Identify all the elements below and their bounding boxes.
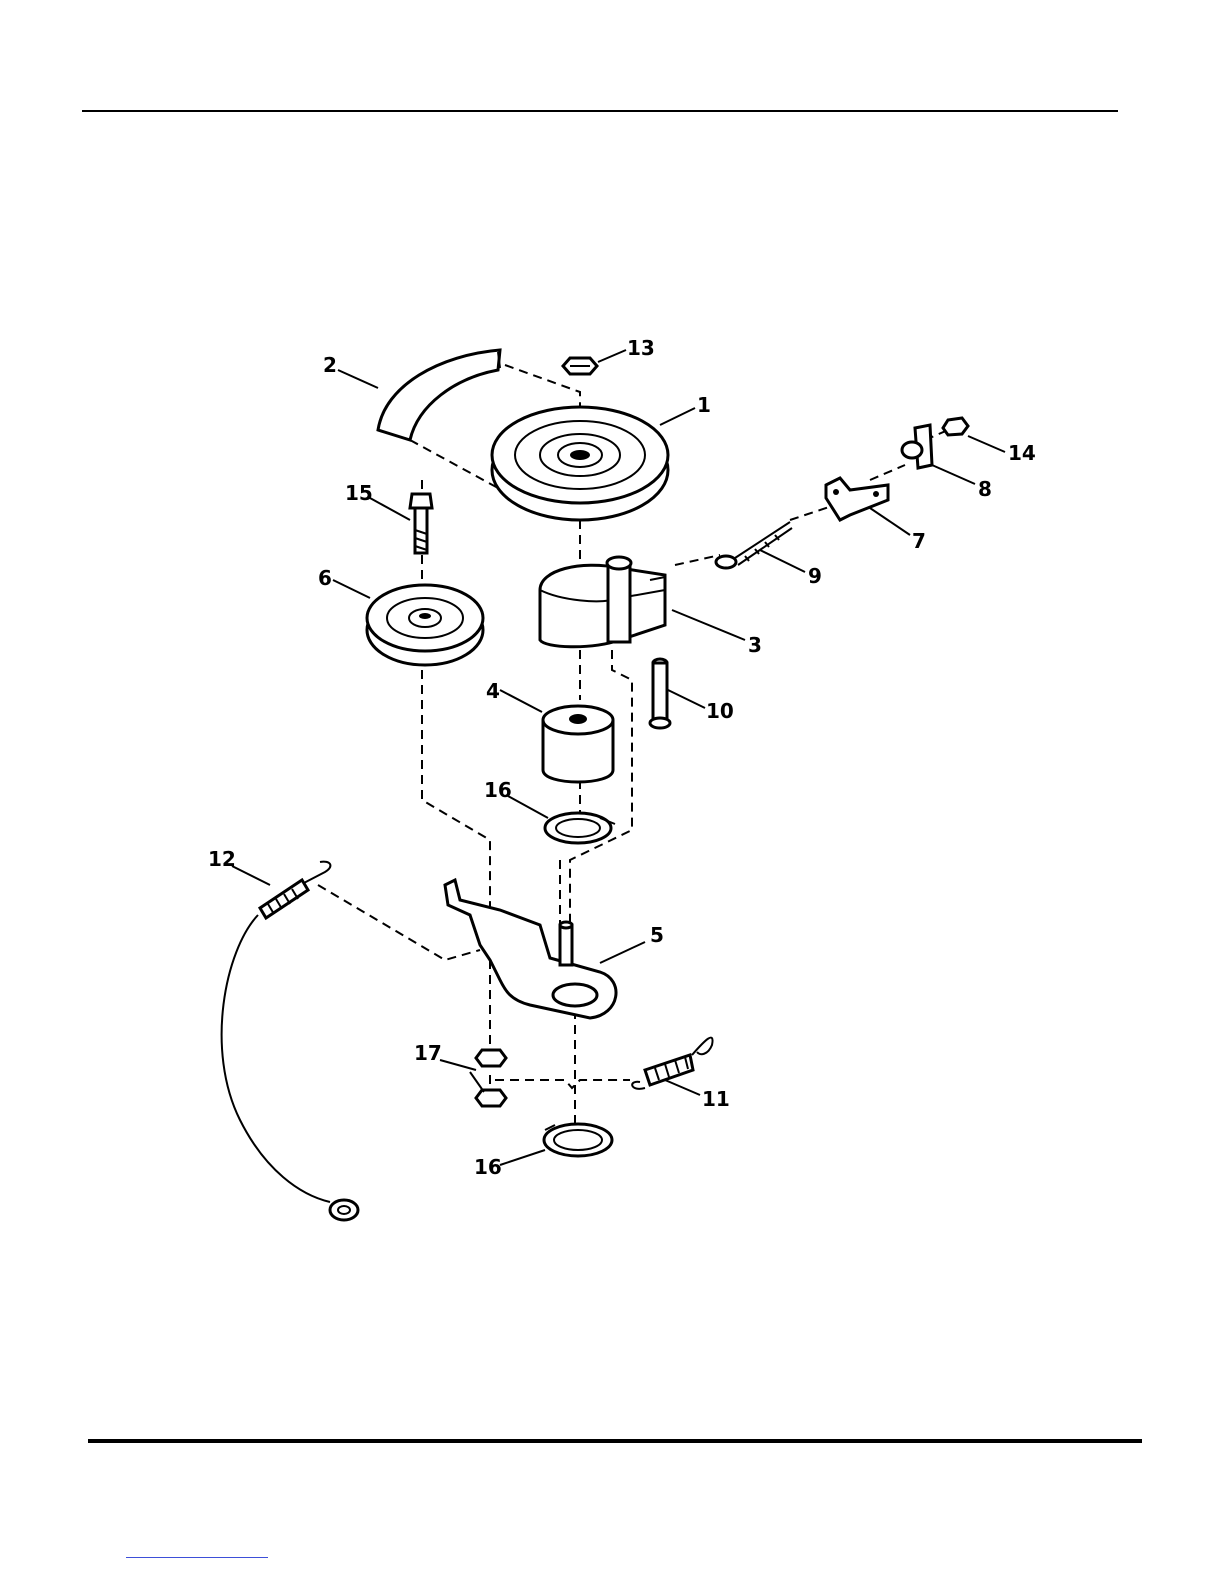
callout-12: 12 <box>208 847 236 871</box>
callout-5: 5 <box>650 923 664 947</box>
callout-14: 14 <box>1008 441 1036 465</box>
callout-16-lower: 16 <box>474 1155 502 1179</box>
footer-rule <box>88 1439 1142 1443</box>
part-14-nut <box>943 418 968 435</box>
part-6-small-pulley <box>367 585 483 665</box>
part-16-snap-ring-upper <box>545 813 615 843</box>
part-5-idler-arm <box>445 880 616 1018</box>
part-10-pin <box>650 659 670 728</box>
callout-8: 8 <box>978 477 992 501</box>
callout-9: 9 <box>808 564 822 588</box>
callout-6: 6 <box>318 566 332 590</box>
part-16-snap-ring-lower <box>544 1124 612 1156</box>
callout-16-upper: 16 <box>484 778 512 802</box>
callout-2: 2 <box>323 353 337 377</box>
part-12-cable <box>222 862 358 1220</box>
part-8-clip <box>902 425 932 468</box>
callout-10: 10 <box>706 699 734 723</box>
part-15-bolt <box>410 494 432 553</box>
callout-3: 3 <box>748 633 762 657</box>
callout-7: 7 <box>912 529 926 553</box>
part-4-bushing <box>543 706 613 782</box>
callout-4: 4 <box>486 679 500 703</box>
callout-17: 17 <box>414 1041 442 1065</box>
part-13-nut <box>563 358 597 374</box>
callout-1: 1 <box>697 393 711 417</box>
callout-13: 13 <box>627 336 655 360</box>
part-3-idler-bracket <box>540 557 665 647</box>
callout-11: 11 <box>702 1087 730 1111</box>
callout-15: 15 <box>345 481 373 505</box>
part-2-belt-guard <box>378 350 500 440</box>
part-11-spring <box>632 1038 712 1089</box>
part-1-large-pulley <box>492 407 668 520</box>
footer-link-underline[interactable] <box>126 1557 268 1558</box>
